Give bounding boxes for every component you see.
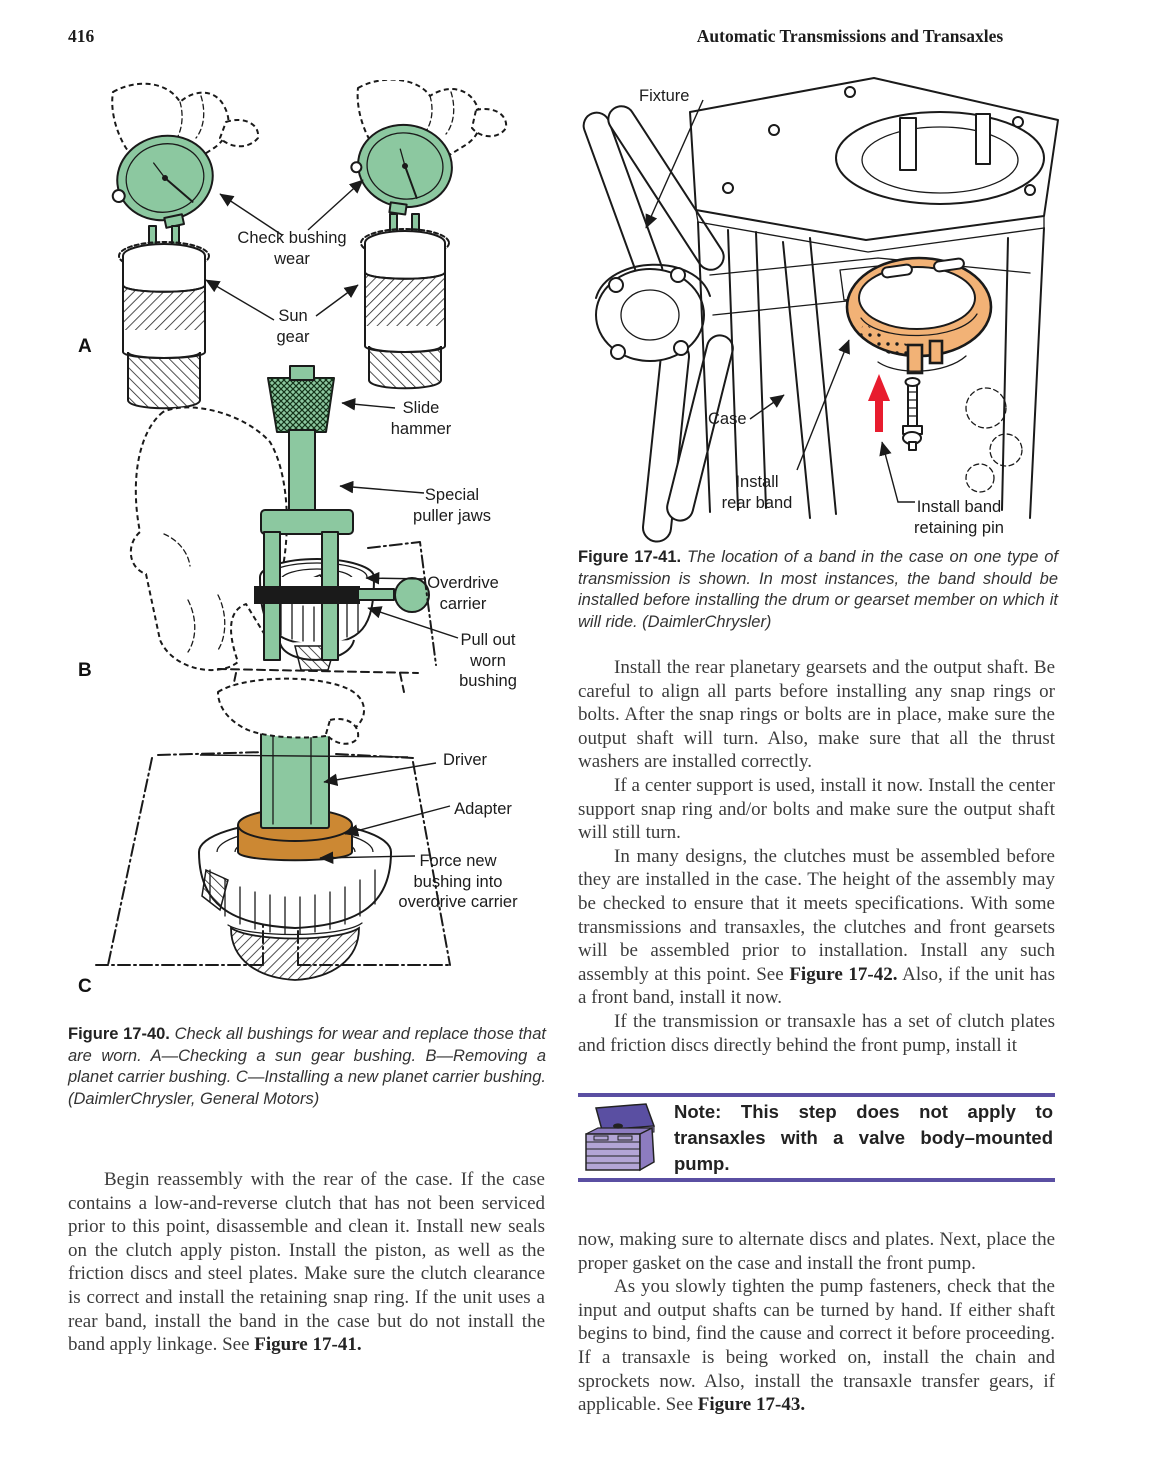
left-column-body: Begin reassembly with the rear of the ca…: [68, 1168, 545, 1357]
label-adapter: Adapter: [454, 800, 512, 818]
label-case: Case: [708, 410, 747, 428]
paragraph: As you slowly tighten the pump fasteners…: [578, 1276, 1055, 1416]
label-overdrive-carrier: Overdrive carrier: [427, 574, 499, 613]
figure-a-callout-lines: [205, 179, 364, 321]
figure-b-callout-lines: [339, 397, 459, 639]
rear-band-art: [845, 256, 993, 375]
label-slide-hammer: Slide hammer: [390, 399, 452, 438]
label-install-rear-band: Install rear band: [721, 473, 793, 512]
figure-17-40-art: [95, 80, 508, 981]
paragraph: Begin reassembly with the rear of the ca…: [68, 1169, 545, 1356]
bushing-driver: [95, 677, 451, 981]
label-force-new-bushing: Force new bushing into overdrive carrier: [398, 852, 518, 911]
paragraph: now, making sure to alternate discs and …: [578, 1229, 1055, 1274]
figure-17-41-art: [582, 77, 1059, 543]
right-column-body-upper: Install the rear planetary gearsets and …: [578, 656, 1055, 1057]
note-text: Note: This step does not apply to transa…: [674, 1100, 1053, 1174]
label-fixture: Fixture: [639, 87, 690, 105]
page-number: 416: [68, 26, 95, 46]
label-driver: Driver: [443, 751, 487, 769]
fixture-art: [582, 105, 734, 543]
paragraph: Install the rear planetary gearsets and …: [578, 657, 1055, 773]
paragraph: If a center support is used, install it …: [578, 774, 1055, 844]
figure-41-callout-lines: [645, 99, 915, 503]
figure-17-41-caption: Figure 17-41. The location of a band in …: [578, 548, 1059, 631]
label-check-bushing-wear: Check bushing wear: [237, 229, 347, 268]
part-letter-c: C: [78, 976, 92, 997]
note-box: Note: This step does not apply to transa…: [578, 1093, 1055, 1182]
part-letter-b: B: [78, 660, 92, 681]
dial-check-left: [111, 82, 260, 410]
label-pull-out-worn-bushing: Pull out worn bushing: [459, 631, 517, 690]
right-column-body-lower: now, making sure to alternate discs and …: [578, 1228, 1055, 1417]
retaining-pin-art: [902, 377, 923, 451]
label-install-band-retaining-pin: Install band retaining pin: [914, 498, 1004, 537]
figure-c-callout-lines: [199, 754, 451, 865]
label-sun-gear: Sun gear: [276, 307, 310, 346]
figure-17-40-caption: Figure 17-40. Check all bushings for wea…: [68, 1025, 546, 1108]
dial-check-right: [350, 80, 508, 390]
label-special-puller-jaws: Special puller jaws: [413, 486, 491, 525]
slide-hammer-puller: [130, 365, 437, 693]
paragraph: If the transmission or transaxle has a s…: [578, 1010, 1055, 1056]
toolbox-icon: [585, 1102, 656, 1171]
case-art: [689, 77, 1059, 519]
running-head: Automatic Transmissions and Transaxles: [696, 26, 1004, 46]
part-letter-a: A: [78, 336, 92, 357]
red-up-arrow: [868, 374, 890, 432]
paragraph: In many designs, the clutches must be as…: [578, 845, 1055, 1009]
